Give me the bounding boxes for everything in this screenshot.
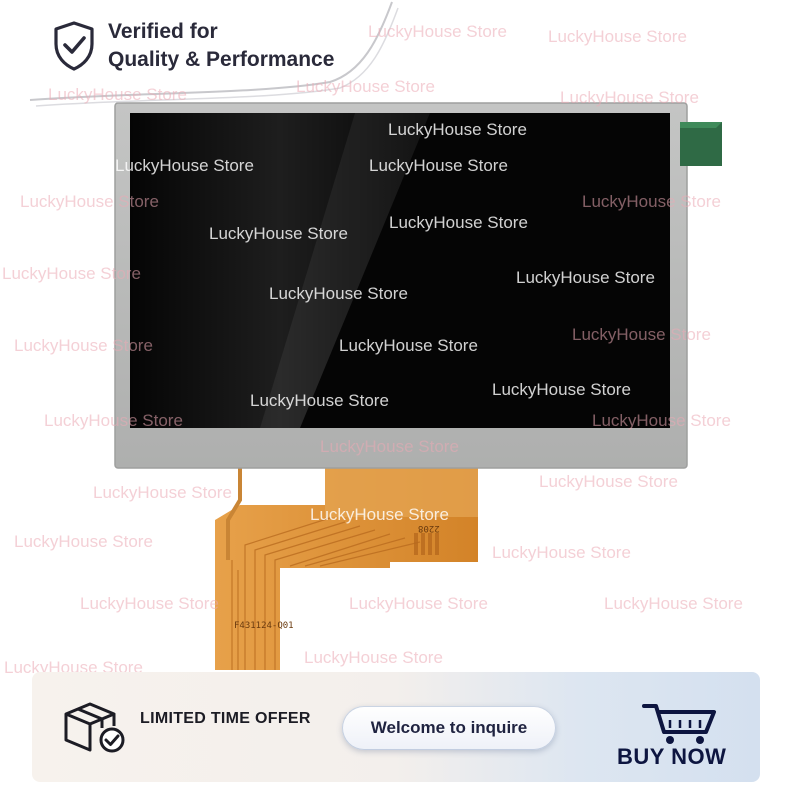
- badge-swoosh: [0, 0, 399, 107]
- verified-badge: Verified for Quality & Performance: [0, 0, 400, 110]
- badge-subtitle: Quality & Performance: [108, 48, 335, 71]
- inquire-button[interactable]: Welcome to inquire: [342, 706, 556, 750]
- buy-now-button[interactable]: BUY NOW: [617, 744, 727, 769]
- product-image: [114, 102, 722, 670]
- shield-check-icon: [54, 21, 94, 71]
- fpc-mark: 2208: [418, 523, 440, 533]
- protective-film-tab: [680, 122, 722, 166]
- shopping-cart-icon[interactable]: [640, 700, 720, 746]
- badge-title: Verified for: [108, 20, 218, 43]
- package-check-icon: [64, 702, 125, 753]
- fpc-code: F431124-Q01: [234, 621, 294, 631]
- limited-offer-label: LIMITED TIME OFFER: [140, 710, 311, 727]
- fpc-cable: [215, 462, 478, 670]
